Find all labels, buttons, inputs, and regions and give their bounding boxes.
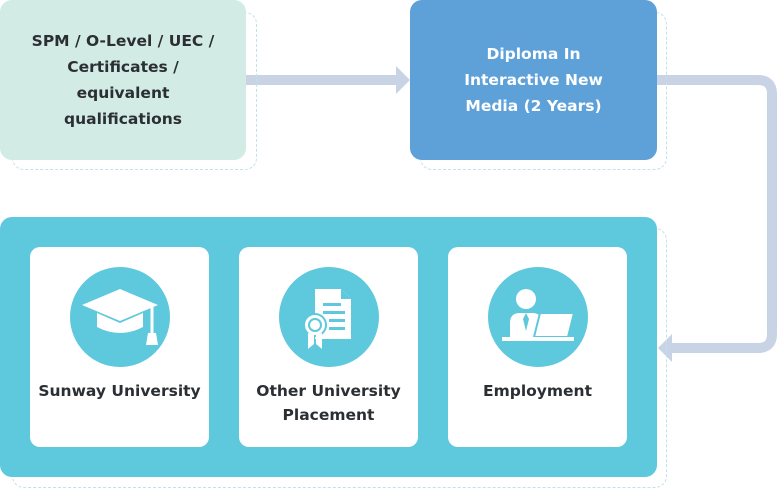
certificate-document-icon	[279, 267, 379, 367]
diploma-box: Diploma In Interactive New Media (2 Year…	[410, 0, 657, 160]
entry-requirements-label: SPM / O-Level / UEC / Certificates / equ…	[31, 32, 215, 128]
outcome-label: Other University Placement	[256, 382, 401, 424]
outcome-card-sunway: Sunway University	[30, 247, 209, 447]
outcome-card-employment: Employment	[448, 247, 627, 447]
person-laptop-icon	[488, 267, 588, 367]
graduation-cap-icon	[70, 267, 170, 367]
diploma-label: Diploma In Interactive New Media (2 Year…	[464, 45, 603, 115]
outcome-card-other-university: Other University Placement	[239, 247, 418, 447]
entry-requirements-box: SPM / O-Level / UEC / Certificates / equ…	[0, 0, 246, 160]
outcome-label: Employment	[482, 382, 592, 400]
outcome-label: Sunway University	[38, 382, 201, 400]
